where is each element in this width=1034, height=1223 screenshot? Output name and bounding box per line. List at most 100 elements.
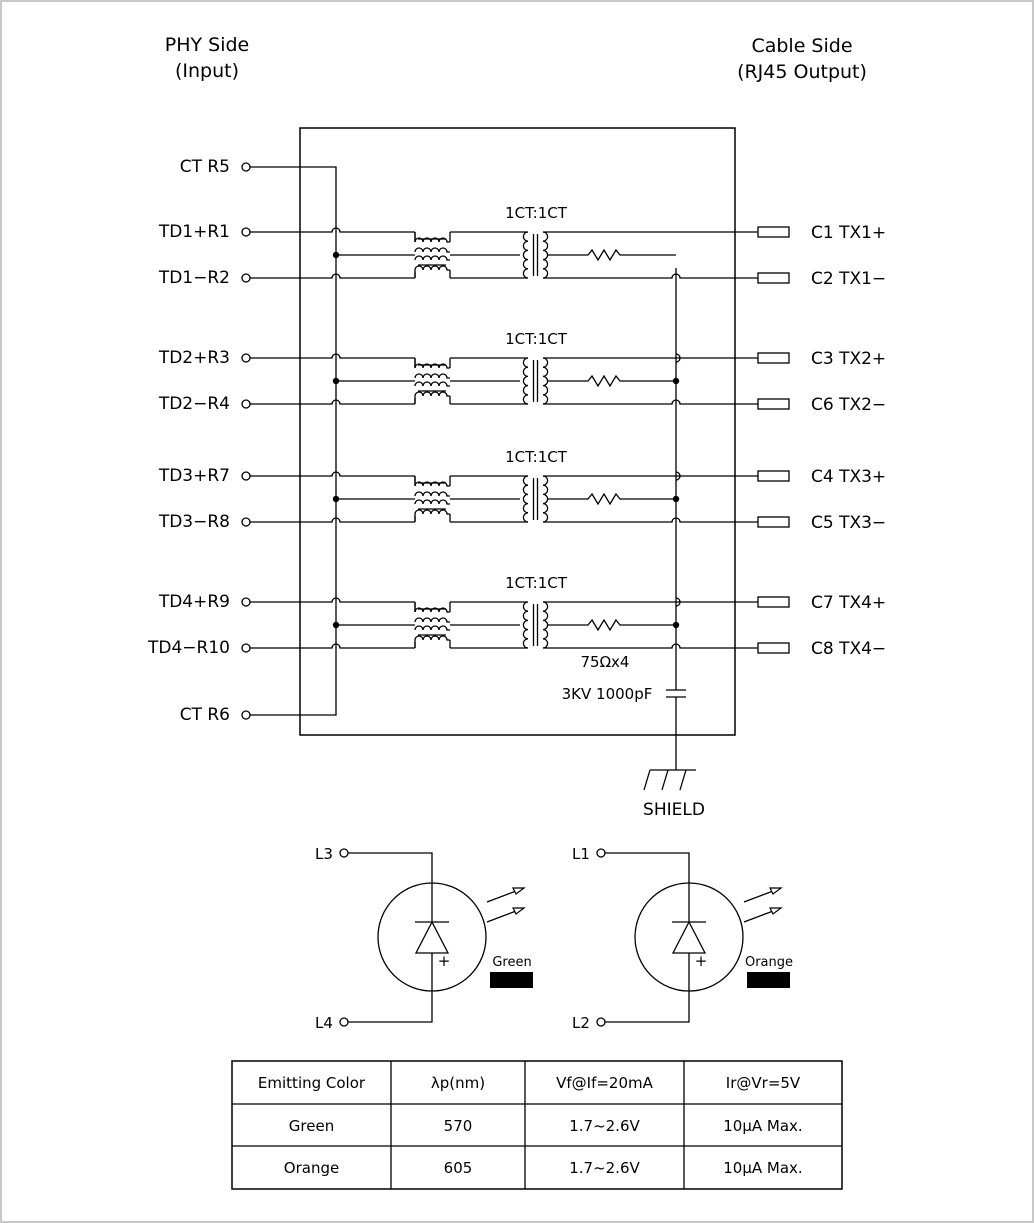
ct-bottom-label: CT R6 <box>180 705 230 725</box>
output-pad <box>757 596 790 608</box>
input-pin <box>241 517 251 527</box>
table-cell: 10μA Max. <box>723 1117 802 1135</box>
table-cell: Orange <box>284 1159 339 1177</box>
ground-hatch <box>679 769 687 791</box>
transformer-secondary <box>542 357 549 405</box>
pin-label-left-bottom: TD1−R2 <box>158 268 230 288</box>
input-wire <box>250 399 415 405</box>
table-cell: 1.7~2.6V <box>569 1159 640 1177</box>
pin-label-left-top: TD1+R1 <box>158 222 230 242</box>
termination-resistor <box>548 618 676 632</box>
junction-dot <box>672 621 680 629</box>
shield-label: SHIELD <box>643 800 705 820</box>
cable-side-subtitle: (RJ45 Output) <box>737 61 867 83</box>
table-border <box>231 1060 843 1190</box>
table-header-cell: Emitting Color <box>258 1074 366 1092</box>
led-color-label: Green <box>492 955 531 970</box>
led-pin-label-top: L1 <box>572 845 590 863</box>
led-color-swatch <box>747 972 790 988</box>
pin-label-right-bottom: C6 TX2− <box>811 395 886 415</box>
led-pin <box>339 848 349 858</box>
pin-label-left-top: TD4+R9 <box>158 592 230 612</box>
led-color-label: Orange <box>745 955 793 970</box>
secondary-wire <box>543 273 758 279</box>
arrow-head <box>769 907 783 915</box>
table-cell: Green <box>289 1117 334 1135</box>
output-pad <box>757 352 790 364</box>
table-header-cell: Vf@If=20mA <box>556 1074 654 1092</box>
resistor-label: 75Ωx4 <box>581 653 630 671</box>
ratio-label: 1CT:1CT <box>505 574 568 592</box>
pin-label-left-bottom: TD2−R4 <box>158 394 230 414</box>
arrow-head <box>512 907 526 915</box>
module-box <box>299 127 736 736</box>
input-wire <box>250 273 415 279</box>
input-wire <box>250 353 415 359</box>
led-pin <box>339 1017 349 1027</box>
choke-winding <box>414 635 450 641</box>
led-color-swatch <box>490 972 533 988</box>
transformer-secondary <box>542 475 549 523</box>
input-pin <box>241 353 251 363</box>
ratio-label: 1CT:1CT <box>505 448 568 466</box>
ct-bottom-pin <box>241 710 251 720</box>
led-spec-table: Emitting Color λp(nm) Vf@If=20mA Ir@Vr=5V Gr… <box>231 1060 843 1190</box>
pin-label-right-top: C1 TX1+ <box>811 223 886 243</box>
led-pin-label-bottom: L2 <box>572 1014 590 1032</box>
input-wire <box>250 227 415 233</box>
transformer-primary <box>522 357 529 405</box>
pin-label-right-bottom: C2 TX1− <box>811 269 886 289</box>
led-body <box>377 882 487 992</box>
led-pin <box>596 1017 606 1027</box>
led-body <box>634 882 744 992</box>
output-pad <box>757 642 790 654</box>
table-header-cell: Ir@Vr=5V <box>726 1074 801 1092</box>
termination-resistor <box>548 492 676 506</box>
termination-resistor <box>548 374 676 388</box>
choke-winding <box>414 617 450 623</box>
transformer-secondary <box>542 601 549 649</box>
led-pin <box>596 848 606 858</box>
pin-label-left-top: TD2+R3 <box>158 348 230 368</box>
choke-winding <box>414 391 450 397</box>
table-cell: 1.7~2.6V <box>569 1117 640 1135</box>
pin-label-right-top: C4 TX3+ <box>811 467 886 487</box>
input-pin <box>241 643 251 653</box>
phy-side-title: PHY Side <box>165 34 249 56</box>
choke-winding <box>414 625 450 631</box>
arrow-head <box>512 887 526 895</box>
transformer-secondary <box>542 231 549 279</box>
pin-label-left-top: TD3+R7 <box>158 466 230 486</box>
junction-dot <box>672 495 680 503</box>
choke-winding <box>414 381 450 387</box>
anode-plus: + <box>695 952 708 970</box>
ground-hatch <box>661 769 669 791</box>
choke-winding <box>414 509 450 515</box>
input-pin <box>241 273 251 283</box>
table-cell: 570 <box>444 1117 473 1135</box>
choke-winding <box>414 247 450 253</box>
input-wire <box>250 643 415 649</box>
arrow-head <box>769 887 783 895</box>
choke-winding <box>414 255 450 261</box>
ratio-label: 1CT:1CT <box>505 204 568 222</box>
diode-triangle <box>671 920 707 954</box>
ct-bus-left <box>250 166 337 716</box>
ct-top-pin <box>241 162 251 172</box>
transformer-primary <box>522 231 529 279</box>
table-header-cell: λp(nm) <box>431 1074 485 1092</box>
table-cell: 605 <box>444 1159 473 1177</box>
input-wire <box>250 597 415 603</box>
wire-hop <box>675 353 681 363</box>
pin-label-right-bottom: C5 TX3− <box>811 513 886 533</box>
pin-label-left-bottom: TD4−R10 <box>147 638 230 658</box>
